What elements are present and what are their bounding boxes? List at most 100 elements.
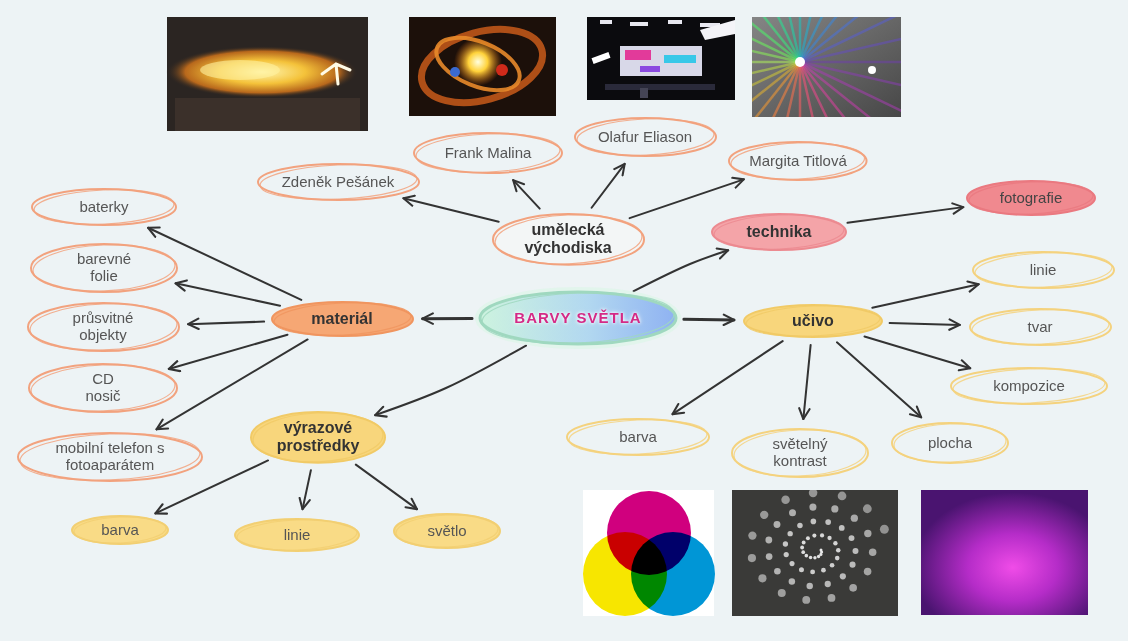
node-ellipse bbox=[744, 305, 882, 337]
node-label: barva bbox=[101, 522, 139, 539]
branch-arrow bbox=[872, 284, 978, 308]
photo-kinetic-light bbox=[409, 17, 556, 116]
label-group: linie bbox=[1030, 262, 1057, 279]
topic-item: mobilní telefon s fotoaparátem bbox=[16, 431, 204, 483]
node-label: barva bbox=[619, 429, 657, 446]
light-dot bbox=[813, 556, 816, 559]
color-panel bbox=[625, 50, 651, 60]
branch-arrow bbox=[188, 322, 264, 325]
sketch-stroke bbox=[952, 366, 1105, 407]
topic-item: barva bbox=[70, 514, 170, 546]
light-dot bbox=[821, 568, 826, 573]
light-dot bbox=[797, 523, 803, 529]
floor-reflection bbox=[605, 84, 715, 90]
circle-group bbox=[583, 491, 715, 616]
node-ellipse bbox=[567, 419, 709, 455]
branch-topic: učivo bbox=[742, 303, 884, 339]
light-dot bbox=[806, 536, 810, 540]
node-ellipse bbox=[892, 423, 1008, 463]
light-dot bbox=[812, 534, 816, 538]
light-dot bbox=[830, 563, 835, 568]
sketch-stroke bbox=[19, 430, 201, 484]
photo-ground bbox=[409, 17, 556, 116]
photo-purple-light bbox=[921, 490, 1088, 615]
light-dot bbox=[836, 548, 841, 553]
branch-arrow bbox=[890, 323, 960, 325]
branch-arrow bbox=[848, 207, 964, 223]
branch-topic: výrazové prostředky bbox=[249, 410, 387, 465]
light-dot bbox=[765, 537, 772, 544]
label-group: Margita Titlová bbox=[749, 153, 847, 170]
branch-arrow bbox=[176, 283, 280, 305]
light-dot bbox=[787, 531, 792, 536]
label-group: materiál bbox=[311, 310, 372, 328]
light-dot bbox=[801, 550, 805, 554]
label-group: světelný kontrast bbox=[760, 436, 840, 470]
branch-topic: materiál bbox=[270, 300, 415, 338]
light-dot bbox=[760, 511, 768, 519]
light-dot bbox=[838, 492, 847, 501]
topic-item: plocha bbox=[890, 421, 1010, 465]
rainbow-ray bbox=[800, 62, 827, 117]
topic-item: Olafur Eliason bbox=[573, 116, 718, 158]
light-dot bbox=[840, 573, 846, 579]
sketch-stroke bbox=[236, 517, 357, 552]
branch-topic: umělecká východiska bbox=[491, 212, 646, 267]
photo-light-spiral bbox=[732, 489, 898, 616]
photo-rainbow-light bbox=[680, 0, 920, 182]
branch-arrow bbox=[684, 318, 734, 322]
light-spiral bbox=[748, 490, 889, 604]
topic-item: Zdeněk Pešánek bbox=[256, 162, 421, 202]
rainbow-ray bbox=[773, 17, 800, 62]
light-dot bbox=[852, 548, 858, 554]
node-label: učivo bbox=[792, 312, 834, 330]
light-dot bbox=[828, 594, 836, 602]
rainbow-ray bbox=[800, 62, 852, 117]
branch-arrow bbox=[422, 317, 472, 320]
branch-arrow bbox=[634, 250, 729, 291]
topic-item: Frank Malina bbox=[412, 131, 564, 175]
sketch-stroke bbox=[733, 427, 867, 479]
node-ellipse bbox=[480, 292, 676, 344]
node-ellipse bbox=[31, 244, 177, 292]
sketch-stroke bbox=[481, 289, 675, 347]
rainbow-ray bbox=[752, 17, 800, 62]
light-dot bbox=[774, 521, 781, 528]
node-ellipse bbox=[729, 142, 867, 180]
topic-item: tvar bbox=[968, 307, 1113, 347]
node-label: tvar bbox=[1027, 319, 1052, 336]
label-group: umělecká východiska bbox=[521, 221, 616, 257]
light-glow bbox=[454, 38, 502, 86]
photo-light-sculpture bbox=[166, 17, 368, 131]
label-group: BARVY SVĚTLA bbox=[514, 310, 641, 327]
sculpture-highlight bbox=[200, 60, 280, 80]
topic-item: CD nosič bbox=[27, 362, 179, 414]
sketch-stroke bbox=[415, 131, 561, 175]
node-label: plocha bbox=[928, 435, 972, 452]
cyan-circle bbox=[631, 532, 715, 616]
topic-item: barevné folie bbox=[29, 242, 179, 294]
sketch-stroke bbox=[30, 362, 176, 414]
label-group: CD nosič bbox=[78, 371, 128, 405]
light-dot bbox=[781, 495, 790, 504]
visitor bbox=[640, 88, 648, 98]
light-dot bbox=[864, 530, 871, 537]
photo-ground bbox=[921, 490, 1088, 615]
light-dot bbox=[783, 541, 788, 546]
node-ellipse bbox=[732, 429, 868, 477]
central-topic: BARVY SVĚTLA bbox=[478, 290, 678, 346]
node-ellipse bbox=[951, 368, 1107, 404]
light-dot bbox=[825, 519, 831, 525]
node-ellipse bbox=[970, 309, 1111, 345]
topic-item: linie bbox=[971, 250, 1116, 290]
branch-arrow bbox=[630, 179, 744, 218]
photo-ground bbox=[587, 17, 735, 100]
node-label: Olafur Eliason bbox=[598, 129, 692, 146]
light-spot bbox=[450, 67, 460, 77]
light-dot bbox=[802, 596, 810, 604]
light-dot bbox=[880, 525, 889, 534]
node-label: CD nosič bbox=[78, 371, 128, 405]
branch-arrow bbox=[303, 470, 311, 509]
